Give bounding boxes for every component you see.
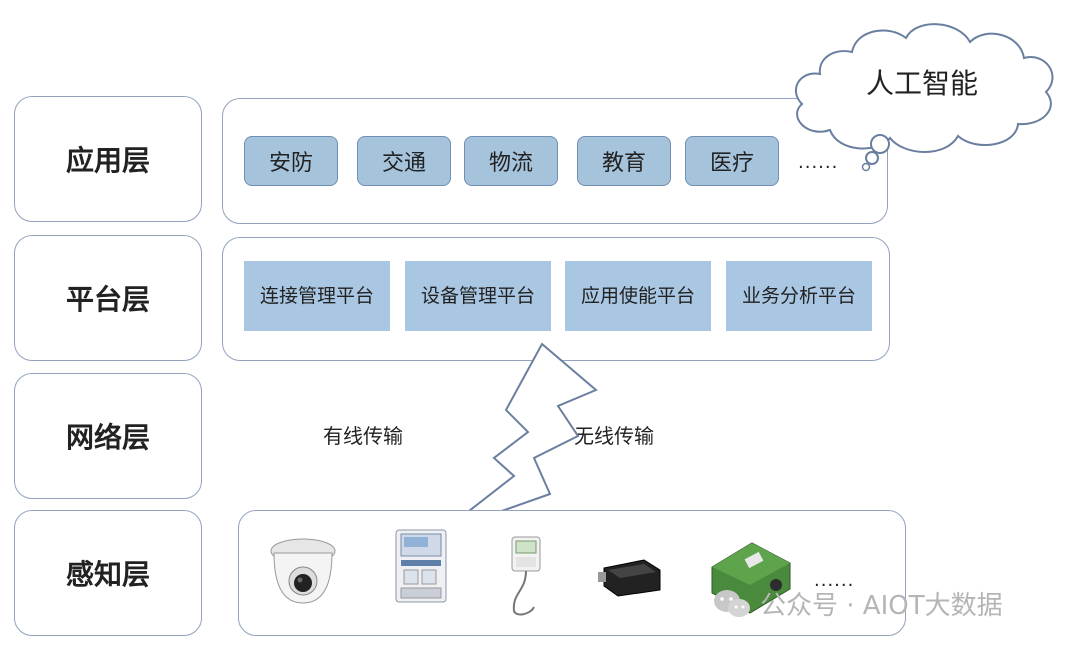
wechat-icon xyxy=(714,589,750,617)
platform-label: 业务分析平台 xyxy=(741,285,856,307)
devices-more: ...... xyxy=(814,570,855,591)
app-chip-label: 交通 xyxy=(381,151,426,176)
platform-device-management: 设备管理平台 xyxy=(405,261,551,331)
smart-meter-device-icon xyxy=(395,529,447,603)
app-chip-label: 物流 xyxy=(488,151,533,176)
platform-label: 应用使能平台 xyxy=(580,285,695,307)
app-chip-education: 教育 xyxy=(577,136,671,186)
platform-label: 设备管理平台 xyxy=(420,285,535,307)
watermark-text: 公众号 · AIOT大数据 xyxy=(760,591,1003,621)
wireless-transmission-label: 无线传输 xyxy=(574,424,654,448)
app-chip-medical: 医疗 xyxy=(685,136,779,186)
layer-platform-label: 平台层 xyxy=(65,283,150,316)
platform-label: 连接管理平台 xyxy=(259,285,374,307)
app-chip-security: 安防 xyxy=(244,136,338,186)
platform-business-analytics: 业务分析平台 xyxy=(726,261,872,331)
platform-connection: 连接管理平台 xyxy=(244,261,390,331)
layer-perception-label: 感知层 xyxy=(65,558,150,591)
layer-application-label: 应用层 xyxy=(65,144,150,177)
camera-device-icon xyxy=(270,538,336,604)
watermark: 公众号 · AIOT大数据 xyxy=(712,585,1003,622)
layer-network-label: 网络层 xyxy=(65,421,150,454)
app-chip-traffic: 交通 xyxy=(357,136,451,186)
wired-transmission-label: 有线传输 xyxy=(323,424,403,448)
layer-network: 网络层 xyxy=(14,373,202,499)
app-chip-label: 医疗 xyxy=(709,151,754,176)
app-chip-label: 安防 xyxy=(268,151,313,176)
layer-perception: 感知层 xyxy=(14,510,202,636)
platform-application-enablement: 应用使能平台 xyxy=(565,261,711,331)
applications-more: ...... xyxy=(798,152,839,173)
app-chip-label: 教育 xyxy=(601,151,646,176)
temperature-sensor-device-icon xyxy=(511,536,541,616)
layer-platform: 平台层 xyxy=(14,235,202,361)
layer-application: 应用层 xyxy=(14,96,202,222)
car-charger-device-icon xyxy=(598,559,661,597)
ai-cloud-label: 人工智能 xyxy=(866,67,979,100)
perception-panel xyxy=(238,510,906,636)
ai-cloud-icon xyxy=(795,23,1054,172)
app-chip-logistics: 物流 xyxy=(464,136,558,186)
